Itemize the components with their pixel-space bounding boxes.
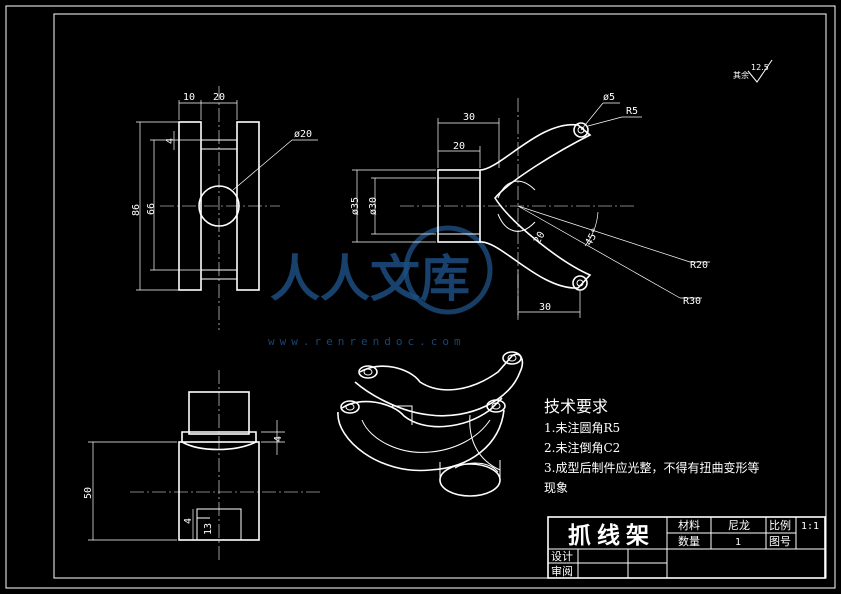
watermark: 人人文库 www.renrendoc.com — [268, 225, 493, 348]
title-block: 抓线架 材料 尼龙 比例 1:1 数量 1 图号 设计 审阅 — [547, 516, 826, 579]
surface-roughness-note: 其余 12.5 — [733, 59, 773, 83]
dim-45deg: 45° — [584, 227, 603, 248]
dim-dia30: ø30 — [368, 197, 379, 215]
drawing-no-label: 图号 — [769, 535, 791, 548]
dim-86: 86 — [131, 204, 142, 216]
technical-requirements: 技术要求 1.未注圆角R5 2.未注倒角C2 3.成型后制件应光整，不得有扭曲变… — [544, 397, 759, 495]
tech-note-2: 2.未注倒角C2 — [544, 440, 620, 455]
roughness-label: 其余 — [733, 70, 749, 80]
tech-note-3: 3.成型后制件应光整，不得有扭曲变形等 — [544, 460, 759, 475]
watermark-url: www.renrendoc.com — [268, 335, 466, 348]
dim-13: 13 — [203, 523, 214, 535]
dim-dia35: ø35 — [350, 197, 361, 215]
dim-50: 50 — [83, 487, 94, 499]
drawing-title: 抓线架 — [568, 522, 655, 549]
dim-dia5: ø5 — [603, 92, 615, 103]
dim-r30: R30 — [683, 296, 701, 307]
roughness-symbol-icon — [747, 59, 773, 83]
side-view: 30 20 ø5 R5 ø35 ø30 20 45° R20 R30 30 — [350, 92, 710, 320]
dim-66: 66 — [146, 203, 157, 215]
front-view: 10 20 4 86 66 ø20 — [131, 86, 318, 330]
dim-r5: R5 — [626, 106, 638, 117]
quantity-value: 1 — [735, 537, 741, 548]
roughness-value: 12.5 — [751, 63, 769, 72]
designer-label: 设计 — [551, 550, 573, 563]
dim-r20: R20 — [690, 260, 708, 271]
tech-note-4: 现象 — [544, 481, 568, 495]
material-value: 尼龙 — [728, 519, 750, 532]
dim-4-bottom: 4 — [273, 436, 284, 442]
dim-30-top: 30 — [463, 112, 475, 123]
dim-20-arm: 20 — [532, 230, 548, 246]
dim-4-slot: 4 — [183, 518, 194, 524]
tech-heading: 技术要求 — [544, 397, 608, 416]
material-label: 材料 — [678, 518, 700, 532]
reviewer-label: 审阅 — [551, 564, 573, 578]
bottom-view: 50 4 13 4 — [83, 370, 320, 560]
dim-20-top: 20 — [453, 141, 465, 152]
scale-label: 比例 — [769, 518, 791, 532]
watermark-text: 人人文库 — [270, 249, 470, 308]
dim-dia20: ø20 — [294, 129, 312, 140]
isometric-view — [337, 351, 524, 497]
dim-4: 4 — [165, 138, 176, 144]
dim-30-bottom: 30 — [539, 302, 551, 313]
outer-frame — [5, 5, 836, 589]
inner-frame — [53, 13, 827, 579]
scale-value: 1:1 — [801, 521, 819, 532]
dim-20: 20 — [213, 92, 225, 103]
quantity-label: 数量 — [678, 535, 700, 548]
dim-10: 10 — [183, 92, 195, 103]
tech-note-1: 1.未注圆角R5 — [544, 420, 620, 435]
